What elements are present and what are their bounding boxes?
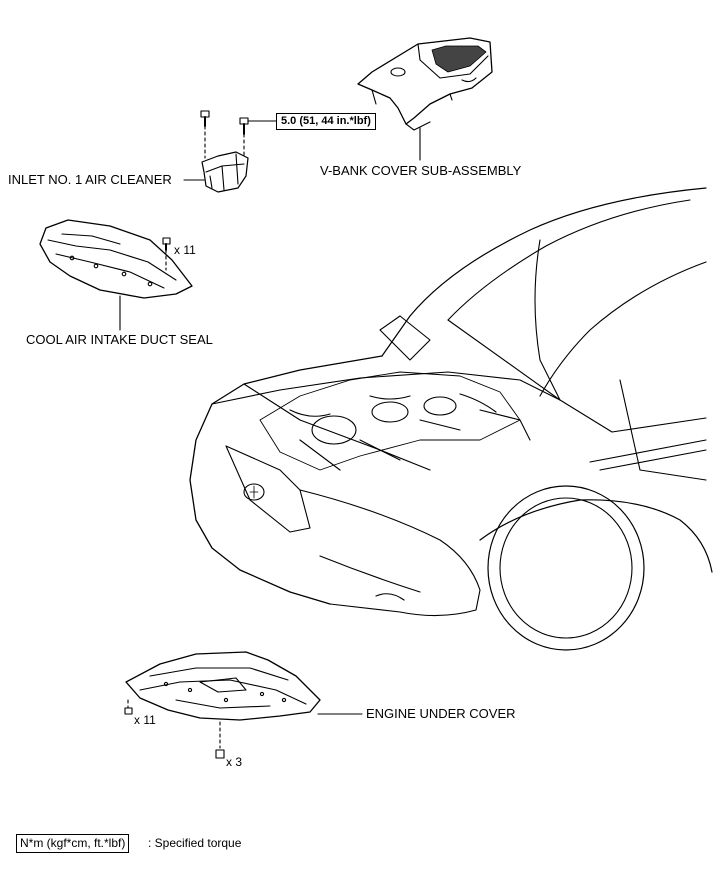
legend-description: : Specified torque [148, 836, 242, 850]
label-cool-air-duct-seal: COOL AIR INTAKE DUCT SEAL [26, 332, 213, 347]
qty-under-cover-bolts: x 3 [226, 755, 243, 769]
label-v-bank-cover: V-BANK COVER SUB-ASSEMBLY [320, 163, 522, 178]
vehicle-front-drawing [189, 187, 713, 651]
cool-air-duct-seal-drawing [39, 219, 193, 299]
inlet-air-cleaner-drawing [200, 110, 249, 193]
under-cover-bolt-icon [215, 721, 225, 759]
torque-bolt-icon [239, 117, 249, 135]
legend-torque-unit-box: N*m (kgf*cm, ft.*lbf) [16, 834, 130, 853]
qty-duct-seal-clips: x 11 [174, 243, 196, 257]
torque-spec-box: 5.0 (51, 44 in.*lbf) [276, 113, 376, 130]
engine-under-cover-drawing [125, 651, 321, 721]
v-bank-cover-drawing [357, 37, 493, 131]
duct-seal-clip-icon [162, 237, 171, 271]
label-engine-under-cover: ENGINE UNDER COVER [366, 706, 516, 721]
under-cover-clip-icon [124, 699, 133, 715]
label-inlet-air-cleaner: INLET NO. 1 AIR CLEANER [8, 172, 172, 187]
qty-under-cover-clips: x 11 [134, 713, 156, 727]
